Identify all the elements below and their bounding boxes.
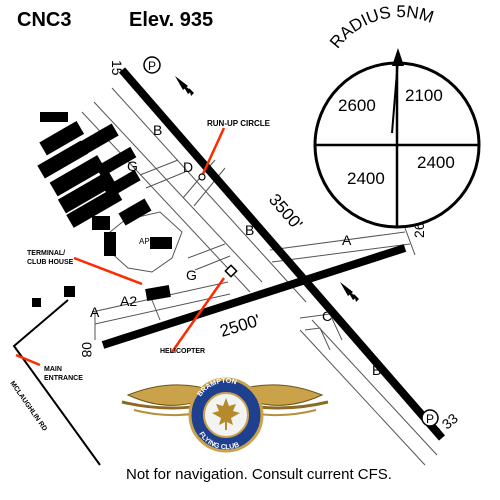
windsock-icon <box>340 282 359 302</box>
terminal-label-line2: CLUB HOUSE <box>27 259 74 266</box>
mclaughlin-road <box>12 299 101 466</box>
runway-08-26-length: 2500' <box>218 311 263 341</box>
hangar <box>49 155 106 197</box>
north-arrow-shaft <box>391 59 399 134</box>
radius-label-text: RADIUS 5NM <box>326 2 436 52</box>
parking-icon <box>143 56 161 74</box>
taxiway-label: A <box>90 304 100 320</box>
hangar <box>95 146 137 178</box>
small-building <box>64 286 75 297</box>
taxiway-g-south-edge-1 <box>187 243 226 259</box>
taxiway-a-west-edge-2 <box>94 293 231 325</box>
taxiway-b-south-edge-1 <box>299 329 426 466</box>
runway-end-08: 08 <box>79 342 95 358</box>
small-building <box>32 298 41 307</box>
runway-15-33 <box>118 67 446 441</box>
taxiway-g-south-edge-2 <box>194 255 231 271</box>
main-entrance-line1: MAIN <box>44 366 62 373</box>
taxiway-label: C <box>322 308 332 324</box>
taxiway-a-east-edge-2 <box>271 243 411 263</box>
taxiway-label: G <box>127 158 138 174</box>
taxiway-d-edge-2 <box>193 167 226 207</box>
apron-label: APRON <box>139 237 168 246</box>
taxiway-labels: B B B D G G A A A2 C <box>90 122 381 378</box>
sector-se-value: 2400 <box>417 153 455 172</box>
sector-ne-value: 2100 <box>405 86 443 105</box>
runways <box>101 67 446 441</box>
helicopter-pointer <box>170 277 226 353</box>
maple-leaf-icon <box>212 398 240 430</box>
north-arrow-icon <box>392 48 404 66</box>
taxiway-g-north-edge-1 <box>139 159 179 176</box>
runup-pointer <box>200 127 226 177</box>
pointer-lines <box>15 127 226 367</box>
taxiway-label: A <box>342 232 352 248</box>
road-edge <box>12 299 101 466</box>
taxiway-label: G <box>186 267 197 283</box>
sector-nw-value: 2600 <box>338 96 376 115</box>
hangar <box>104 232 116 256</box>
taxiway-label: B <box>245 222 254 238</box>
terminal-label-line1: TERMINAL/ <box>27 250 65 257</box>
hangar <box>150 237 172 249</box>
hangar <box>75 123 119 157</box>
parking-icon <box>421 409 439 427</box>
helicopter-label: HELICOPTER <box>160 348 205 355</box>
club-logo: BRAMPTON FLYING CLUB <box>121 377 329 453</box>
taxiway-b-west-edge-1 <box>81 111 251 293</box>
windsock-icon <box>175 76 194 96</box>
taxiway-label: A2 <box>120 293 137 309</box>
hangar <box>40 112 68 122</box>
taxiway-label: B <box>372 362 381 378</box>
runway-end-15: 15 <box>109 60 125 76</box>
main-entrance-pointer <box>15 353 41 367</box>
sector-chart: 2600 2100 2400 2400 <box>313 48 481 229</box>
hangar <box>118 198 152 226</box>
runway-08-26 <box>101 244 407 349</box>
hangar <box>92 216 110 230</box>
hangar-rows <box>32 112 172 307</box>
elevation: Elev. 935 <box>129 9 214 31</box>
helipad-icon <box>224 264 238 278</box>
runway-26-threshold-edge <box>404 227 416 256</box>
runup-circle-icon <box>198 173 206 181</box>
terminal-building <box>145 285 171 301</box>
taxiway-b-south-edge-2 <box>311 319 438 456</box>
taxiway-label: D <box>183 159 193 175</box>
taxiway-a-east-edge-1 <box>269 231 406 251</box>
hangar <box>37 140 89 179</box>
runway-15-33-length: 3500' <box>265 190 306 233</box>
disclaimer: Not for navigation. Consult current CFS. <box>126 466 392 483</box>
radius-label: RADIUS 5NM <box>326 2 436 52</box>
parking-symbol: P <box>426 412 434 426</box>
hangar <box>66 186 123 228</box>
parking-symbol: P <box>148 59 156 73</box>
taxiway-c-edge-2 <box>304 327 331 351</box>
airport-id: CNC3 <box>17 9 72 31</box>
runway-end-26: 26 <box>411 222 427 238</box>
runup-label: RUN-UP CIRCLE <box>207 119 271 128</box>
runway-end-33: 33 <box>439 410 461 432</box>
taxiway-b-parallel-edge-1 <box>111 87 307 303</box>
taxiway-label: B <box>153 122 162 138</box>
hangar <box>103 169 141 199</box>
terminal-pointer <box>73 256 143 286</box>
taxiway-b-west-edge-2 <box>93 101 263 283</box>
hangar <box>57 170 117 214</box>
taxiway-g-north-edge-2 <box>145 171 186 189</box>
hangar <box>39 120 85 156</box>
road-label: MCLAUGHLIN RD <box>8 380 48 432</box>
main-entrance-line2: ENTRANCE <box>44 375 83 382</box>
sector-sw-value: 2400 <box>347 169 385 188</box>
